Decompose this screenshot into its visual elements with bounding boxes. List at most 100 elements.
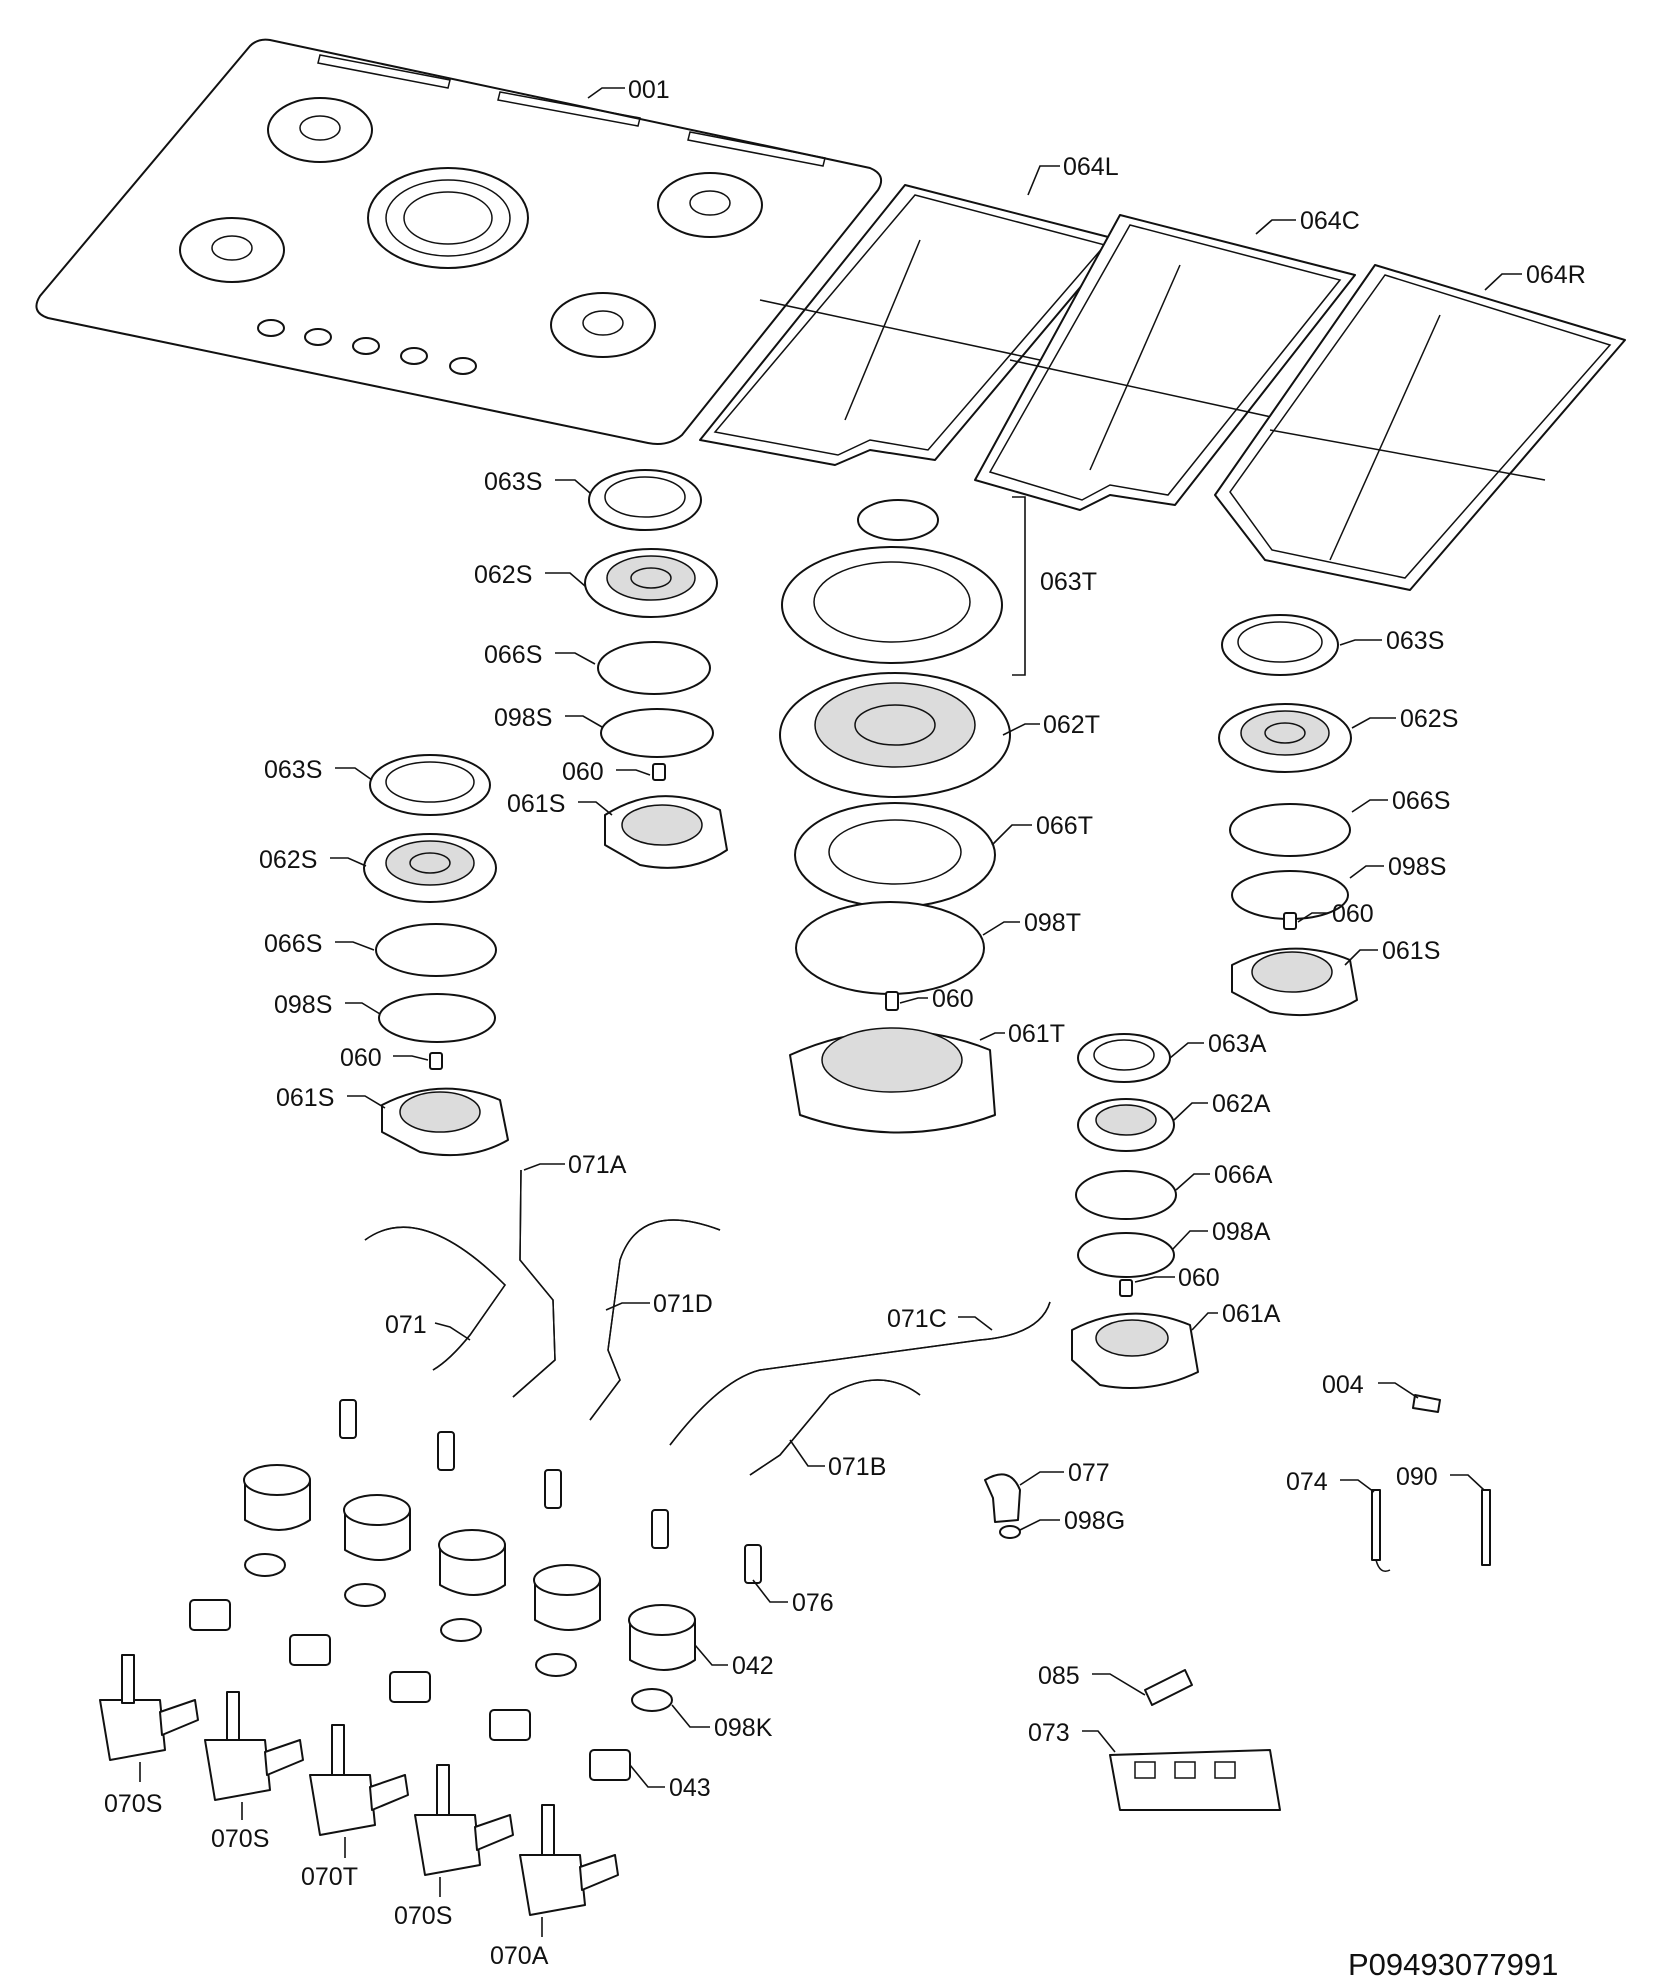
label-060-c: 060 xyxy=(899,985,974,1013)
label-001-text: 001 xyxy=(628,76,670,104)
label-070S-c-text: 070S xyxy=(394,1902,452,1930)
label-061T-text: 061T xyxy=(1008,1020,1065,1048)
label-060-e: 060 xyxy=(1134,1264,1220,1292)
label-070T-text: 070T xyxy=(301,1863,358,1891)
label-061S-b: 061S xyxy=(276,1084,386,1112)
label-074-text: 074 xyxy=(1286,1468,1328,1496)
label-098G-text: 098G xyxy=(1064,1507,1125,1535)
label-062S-a-text: 062S xyxy=(474,561,532,589)
label-070S-a-text: 070S xyxy=(104,1790,162,1818)
label-071C: 071C xyxy=(887,1305,993,1333)
label-062S-c: 062S xyxy=(1351,705,1458,733)
label-066S-a-text: 066S xyxy=(484,641,542,669)
label-071A: 071A xyxy=(523,1151,627,1179)
label-063S-b: 063S xyxy=(264,756,373,784)
label-042-text: 042 xyxy=(732,1652,774,1680)
label-004-text: 004 xyxy=(1322,1371,1364,1399)
label-066S-c-text: 066S xyxy=(1392,787,1450,815)
label-070S-c: 070S xyxy=(394,1877,452,1930)
label-098S-c: 098S xyxy=(1349,853,1446,881)
gas-pipes xyxy=(364,1169,1051,1476)
label-076: 076 xyxy=(752,1579,834,1617)
label-060-d-text: 060 xyxy=(1332,900,1374,928)
label-066S-c: 066S xyxy=(1351,787,1450,815)
label-043: 043 xyxy=(629,1764,711,1802)
label-063T-text: 063T xyxy=(1040,568,1097,596)
label-070S-b: 070S xyxy=(211,1802,269,1853)
label-071B-text: 071B xyxy=(828,1453,886,1481)
gas-valves xyxy=(99,1654,619,1916)
label-066T-text: 066T xyxy=(1036,812,1093,840)
label-066S-b-text: 066S xyxy=(264,930,322,958)
label-004: 004 xyxy=(1322,1371,1419,1399)
label-064C: 064C xyxy=(1255,207,1360,235)
label-064L-text: 064L xyxy=(1063,153,1119,181)
label-071D-text: 071D xyxy=(653,1290,713,1318)
label-098S-a: 098S xyxy=(494,704,603,732)
label-062T: 062T xyxy=(1002,711,1100,739)
burner-stack-auxiliary xyxy=(1071,1033,1199,1389)
label-070S-b-text: 070S xyxy=(211,1825,269,1853)
label-060-b-text: 060 xyxy=(340,1044,382,1072)
label-090: 090 xyxy=(1396,1463,1485,1491)
label-061S-c: 061S xyxy=(1344,937,1440,966)
label-061T: 061T xyxy=(979,1020,1065,1048)
label-070T: 070T xyxy=(301,1837,358,1891)
label-061S-a-text: 061S xyxy=(507,790,565,818)
label-098A-text: 098A xyxy=(1212,1218,1271,1246)
label-073: 073 xyxy=(1028,1719,1116,1753)
label-062T-text: 062T xyxy=(1043,711,1100,739)
label-060-d: 060 xyxy=(1297,900,1374,928)
label-063S-c: 063S xyxy=(1339,627,1444,655)
label-064C-text: 064C xyxy=(1300,207,1360,235)
label-098K: 098K xyxy=(671,1704,773,1742)
label-066T: 066T xyxy=(991,812,1093,846)
label-064R: 064R xyxy=(1484,261,1586,291)
label-063A-text: 063A xyxy=(1208,1030,1267,1058)
label-071: 071 xyxy=(385,1311,471,1341)
label-043-text: 043 xyxy=(669,1774,711,1802)
burner-stack-rear-left xyxy=(584,469,728,869)
label-066S-b: 066S xyxy=(264,930,375,958)
diagram-code: P09493077991 xyxy=(1348,1947,1558,1982)
label-098G: 098G xyxy=(1019,1507,1125,1535)
label-066S-a: 066S xyxy=(484,641,596,669)
burner-stack-center xyxy=(779,499,1011,1134)
label-063A: 063A xyxy=(1169,1030,1267,1059)
label-042: 042 xyxy=(694,1644,774,1680)
label-063S-b-text: 063S xyxy=(264,756,322,784)
label-085: 085 xyxy=(1038,1662,1146,1696)
cooktop-plate xyxy=(35,38,883,445)
label-090-text: 090 xyxy=(1396,1463,1438,1491)
label-077: 077 xyxy=(1019,1459,1110,1487)
burner-stack-right xyxy=(1218,614,1358,1017)
label-074: 074 xyxy=(1286,1468,1375,1496)
label-064L: 064L xyxy=(1027,153,1119,196)
label-063T: 063T xyxy=(1012,496,1097,676)
label-070A: 070A xyxy=(490,1917,549,1970)
label-064R-text: 064R xyxy=(1526,261,1586,289)
label-060-c-text: 060 xyxy=(932,985,974,1013)
label-066A: 066A xyxy=(1175,1161,1273,1191)
label-098S-c-text: 098S xyxy=(1388,853,1446,881)
label-001: 001 xyxy=(587,76,670,104)
label-062S-a: 062S xyxy=(474,561,586,589)
label-098T-text: 098T xyxy=(1024,909,1081,937)
label-060-a: 060 xyxy=(562,758,651,786)
label-060-e-text: 060 xyxy=(1178,1264,1220,1292)
label-085-text: 085 xyxy=(1038,1662,1080,1690)
label-062S-b: 062S xyxy=(259,846,367,874)
pan-support-center xyxy=(974,214,1356,511)
label-071B: 071B xyxy=(789,1439,886,1481)
label-062A: 062A xyxy=(1173,1090,1271,1121)
label-071D: 071D xyxy=(605,1290,713,1318)
label-062S-c-text: 062S xyxy=(1400,705,1458,733)
label-061S-b-text: 061S xyxy=(276,1084,334,1112)
valve-clips xyxy=(339,1399,762,1584)
label-062S-b-text: 062S xyxy=(259,846,317,874)
pan-support-right xyxy=(1214,264,1626,591)
label-061A-text: 061A xyxy=(1222,1300,1281,1328)
label-060-b: 060 xyxy=(340,1044,429,1072)
label-070A-text: 070A xyxy=(490,1942,549,1970)
